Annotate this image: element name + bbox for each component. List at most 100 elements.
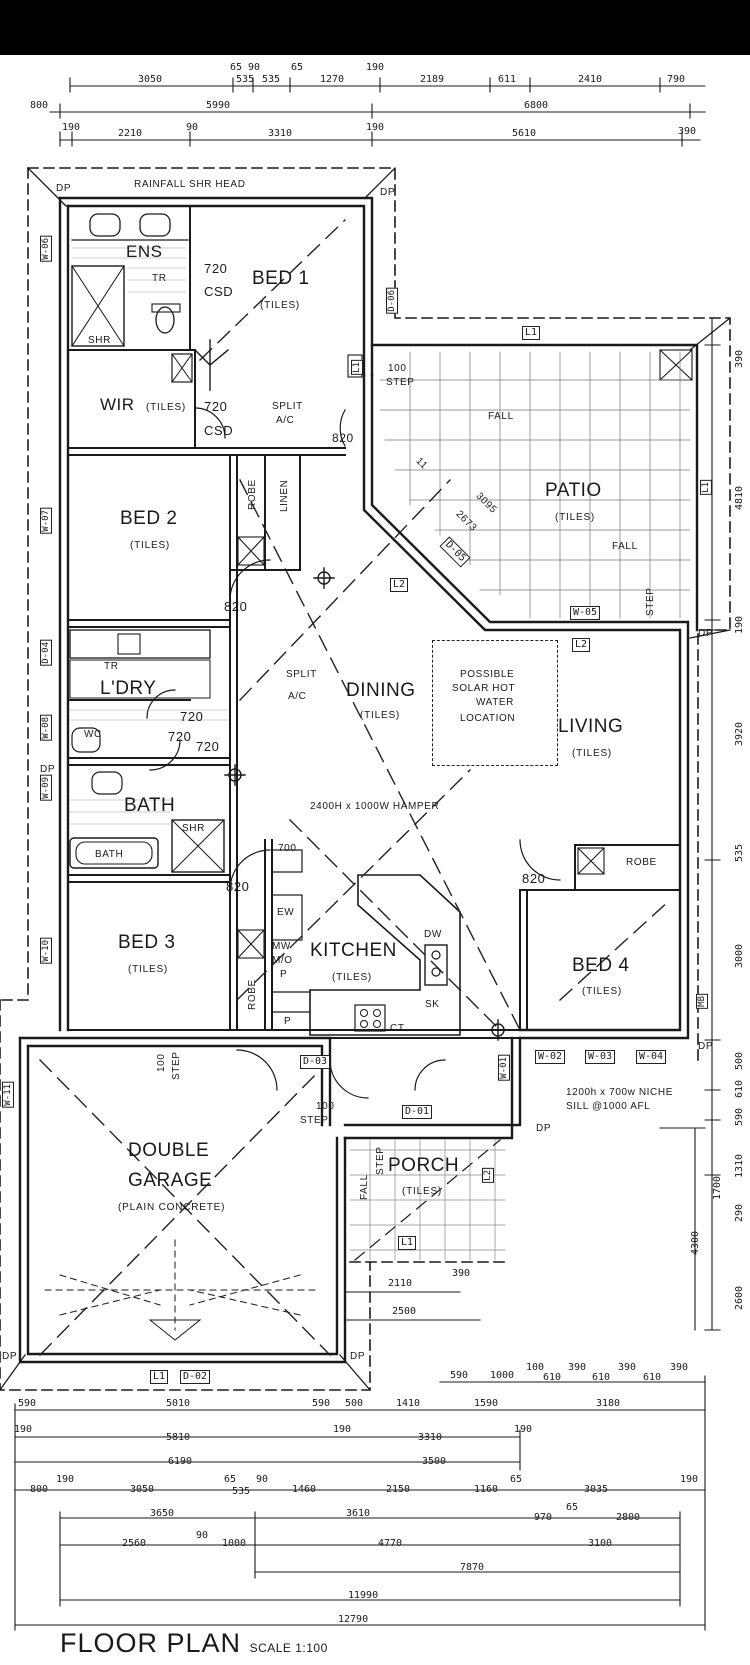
note-split-bed1: SPLIT (272, 401, 303, 412)
note-wc: WC (84, 729, 102, 740)
dim-top-r4-c: 90 (186, 122, 199, 133)
finish-dining: (TILES) (360, 710, 401, 721)
dim-top-r4-a: 190 (62, 122, 81, 133)
note-dp-2: DP (380, 187, 396, 198)
note-820-bath: 820 (226, 879, 250, 894)
dim-bot-r5-l: 190 (680, 1474, 699, 1485)
dim-bot-r7-e: 3100 (588, 1538, 613, 1549)
note-ac-bed1: A/C (276, 415, 295, 426)
dim-bot-r6-d: 65 (566, 1502, 579, 1513)
dim-bot-r5-a: 800 (30, 1484, 49, 1495)
dim-bot-r6-e: 2800 (616, 1512, 641, 1523)
note-tr-ldry: TR (104, 661, 119, 672)
finish-bed2: (TILES) (130, 540, 171, 551)
dim-top-r2-d: 1270 (320, 74, 345, 85)
dim-inner-2110: 2110 (388, 1278, 413, 1289)
solar-location-box (432, 640, 558, 766)
dim-top-r1-a: 65 (230, 62, 243, 73)
note-bath-tub: BATH (95, 849, 124, 860)
dim-bot-r6-b: 3610 (346, 1508, 371, 1519)
note-720-wir: 720 (204, 399, 228, 414)
tag-l2-living: L2 (572, 638, 591, 652)
room-dining: DINING (346, 680, 416, 701)
tag-w06: W-06 (40, 236, 52, 262)
finish-living: (TILES) (572, 748, 613, 759)
note-shr-bath: SHR (182, 823, 205, 834)
dim-bot-r8: 7870 (460, 1562, 485, 1573)
note-dp-6: DP (536, 1123, 552, 1134)
room-bath: BATH (124, 795, 176, 816)
room-kitchen: KITCHEN (310, 940, 397, 961)
note-820-bed4: 820 (522, 871, 546, 886)
dim-top-r1-d: 190 (366, 62, 385, 73)
dim-top-r2-f: 611 (498, 74, 517, 85)
dim-right-1700: 1700 (712, 1175, 723, 1200)
note-solar-1: POSSIBLE (460, 669, 515, 680)
note-dp-3: DP (40, 764, 56, 775)
dim-bot-r3-d: 3310 (418, 1432, 443, 1443)
note-dp-garage-r: DP (350, 1351, 366, 1362)
note-sk: SK (425, 999, 440, 1010)
note-hamper: 2400H x 1000W HAMPER (310, 801, 440, 812)
note-ew: EW (277, 907, 295, 918)
dim-bot-r5-f: 90 (256, 1474, 269, 1485)
dim-bot-r2-a: 590 (18, 1398, 37, 1409)
dim-bot-r2-d: 500 (345, 1398, 364, 1409)
note-p-1: P (280, 969, 288, 980)
dim-inner-390: 390 (452, 1268, 471, 1279)
dim-bot-r5-k: 3035 (584, 1484, 609, 1495)
dim-bot-r1-h: 610 (643, 1372, 662, 1383)
note-fall-patio-2: FALL (612, 541, 638, 552)
dim-right-3000: 3000 (734, 943, 745, 968)
tag-l1-porch: L1 (398, 1236, 417, 1250)
tag-l2-porch: L2 (482, 1168, 494, 1183)
dim-bot-r7-d: 4770 (378, 1538, 403, 1549)
note-dw: DW (424, 929, 442, 940)
dim-top-r4-f: 5610 (512, 128, 537, 139)
tag-w09: W-09 (40, 775, 52, 801)
note-100-step-top: 100 (388, 363, 407, 374)
room-bed1: BED 1 (252, 268, 310, 289)
dim-bot-r5-c: 3050 (130, 1484, 155, 1495)
dim-top-r4-g: 390 (678, 126, 697, 137)
dim-top-r3-c: 6800 (524, 100, 549, 111)
room-ens: ENS (126, 242, 163, 261)
patio-grid (379, 351, 691, 619)
note-mw: MW (272, 941, 291, 952)
dim-top-r2-g: 2410 (578, 74, 603, 85)
note-dp-1: DP (56, 183, 72, 194)
note-step-porch-v: STEP (375, 1146, 386, 1175)
dim-top-r4-b: 2210 (118, 128, 143, 139)
tag-w05: W-05 (570, 606, 601, 620)
note-fall-patio-1: FALL (488, 411, 514, 422)
note-csd-ens: CSD (204, 284, 234, 299)
note-dp-5: DP (698, 628, 714, 639)
finish-porch: (TILES) (402, 1186, 443, 1197)
dim-bot-r4-a: 6190 (168, 1456, 193, 1467)
dim-bot-r5-d: 65 (224, 1474, 237, 1485)
dim-top-r2-e: 2189 (420, 74, 445, 85)
tag-d06: D-06 (386, 288, 398, 314)
note-niche-2: SILL @1000 AFL (566, 1101, 651, 1112)
note-720-a: 720 (180, 709, 204, 724)
note-step-porch: STEP (300, 1115, 329, 1126)
note-split-dining: SPLIT (286, 669, 317, 680)
tag-l1-patio: L1 (522, 326, 541, 340)
note-csd-wir: CSD (204, 423, 234, 438)
dim-bot-r7-a: 2560 (122, 1538, 147, 1549)
tag-l1-garage: L1 (150, 1370, 169, 1384)
note-solar-2: SOLAR HOT (452, 683, 516, 694)
tag-w03: W-03 (585, 1050, 616, 1064)
note-robe-1: ROBE (247, 479, 258, 510)
note-solar-4: LOCATION (460, 713, 516, 724)
note-720-c: 720 (196, 739, 220, 754)
dim-right-1310: 1310 (734, 1153, 745, 1178)
dim-top-r1-c: 65 (291, 62, 304, 73)
dim-bot-r3-c: 190 (333, 1424, 352, 1435)
room-porch: PORCH (388, 1155, 460, 1176)
dim-top-r2-b: 535 (236, 74, 255, 85)
note-niche-1: 1200h x 700w NICHE (566, 1087, 673, 1098)
tag-l1-right: L1 (700, 480, 712, 495)
dim-bot-r7-b: 90 (196, 1530, 209, 1541)
tag-l1-top: L1 (351, 360, 363, 375)
